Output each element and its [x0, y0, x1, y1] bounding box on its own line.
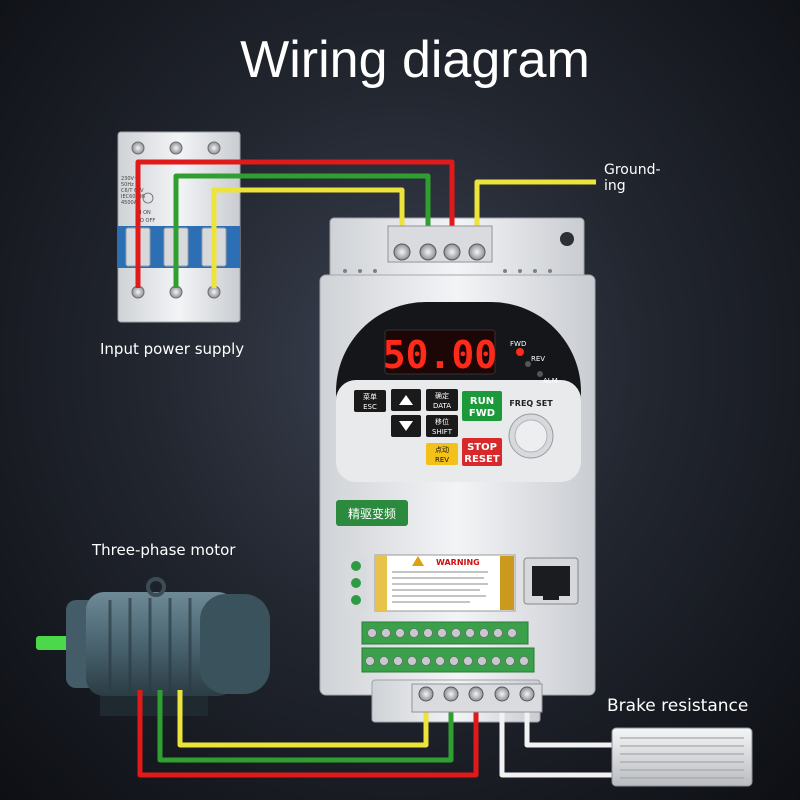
freq-set-knob[interactable]	[508, 413, 554, 459]
brake-resistor	[611, 727, 753, 787]
brake-resistor-body	[611, 727, 753, 787]
shift-key-cn: 移位	[435, 417, 449, 426]
rev-led	[525, 361, 531, 367]
wire-red-output	[137, 690, 479, 778]
terminal-plus	[519, 686, 535, 702]
shift-key-en: SHIFT	[432, 428, 453, 436]
brand-plate	[336, 500, 408, 526]
indicator-alm: ALM	[543, 377, 558, 385]
breaker-off-label: O OFF	[140, 218, 155, 224]
terminal-t	[443, 243, 461, 261]
inverter: 50.00 FWD REV ALM 菜单 ESC 确定 DATA 移位	[319, 217, 596, 723]
terminal-v	[443, 686, 459, 702]
terminal-pe	[468, 243, 486, 261]
wire-green-input	[173, 173, 431, 288]
vent-slots	[343, 269, 552, 273]
freq-set-label: FREQ SET	[509, 399, 553, 408]
power-input-terminals	[387, 225, 493, 263]
three-phase-motor	[36, 577, 270, 716]
terminal-u	[418, 686, 434, 702]
shift-key[interactable]: 移位 SHIFT	[426, 415, 458, 437]
control-terminal-block	[361, 621, 535, 673]
stop-key-label: STOP	[467, 442, 497, 453]
led-display: 50.00	[383, 333, 497, 377]
menu-key-en: ESC	[363, 403, 377, 411]
down-key[interactable]	[391, 415, 421, 437]
jog-key[interactable]: 点动 REV	[426, 443, 458, 465]
terminal-pb	[494, 686, 510, 702]
data-key[interactable]: 确定 DATA	[426, 389, 458, 411]
fwd-led	[516, 348, 524, 356]
down-arrow-icon	[399, 421, 413, 431]
input-power-label: Input power supply	[100, 340, 245, 358]
led-display-frame	[384, 329, 496, 375]
run-key-sub: FWD	[469, 408, 495, 419]
run-key-label: RUN	[470, 396, 494, 407]
grounding-label: Ground- ing	[604, 162, 661, 194]
motor-label: Three-phase motor	[92, 541, 236, 559]
motor-fan-cover	[200, 594, 270, 694]
output-terminals	[411, 683, 543, 713]
wire-brake-1	[499, 698, 618, 778]
wire-yellow-output	[177, 690, 429, 748]
ce-mark-icon	[142, 192, 154, 204]
indicator-dots	[345, 556, 367, 612]
breaker-on-label: I ON	[140, 210, 151, 216]
wire-yellow-input	[211, 187, 405, 288]
indicator-fwd: FWD	[510, 340, 526, 348]
data-key-en: DATA	[433, 402, 451, 410]
diagram-title: Wiring diagram	[240, 31, 590, 89]
warning-sticker: WARNING	[374, 554, 516, 612]
wire-red-input	[135, 159, 455, 288]
output-wires	[137, 690, 618, 778]
brake-label: Brake resistance	[607, 696, 749, 716]
terminal-w	[468, 686, 484, 702]
stop-key[interactable]: STOP RESET	[462, 438, 502, 466]
wire-green-output	[157, 690, 454, 763]
jog-key-en: REV	[435, 456, 449, 464]
brand-label: 精驱变频	[348, 506, 396, 521]
stop-key-sub: RESET	[464, 454, 500, 465]
menu-key-cn: 菜单	[363, 392, 377, 401]
data-key-cn: 确定	[435, 391, 449, 400]
breaker-screw-top-2	[169, 141, 183, 155]
warning-icon	[412, 556, 424, 566]
rj45-port[interactable]	[523, 557, 579, 605]
up-arrow-icon	[399, 395, 413, 405]
up-key[interactable]	[391, 389, 421, 411]
motor-housing	[86, 592, 236, 696]
motor-lifting-eye	[146, 577, 166, 597]
wire-brake-2	[524, 698, 618, 748]
breaker-screw-top-1	[131, 141, 145, 155]
mount-hole	[560, 232, 574, 246]
indicator-rev: REV	[531, 355, 545, 363]
terminal-r	[393, 243, 411, 261]
menu-key[interactable]: 菜单 ESC	[354, 390, 386, 412]
warning-label: WARNING	[436, 558, 480, 567]
breaker-screw-top-3	[207, 141, 221, 155]
alm-led	[537, 371, 543, 377]
jog-key-cn: 点动	[435, 445, 449, 454]
run-key[interactable]: RUN FWD	[462, 391, 502, 421]
terminal-s	[419, 243, 437, 261]
